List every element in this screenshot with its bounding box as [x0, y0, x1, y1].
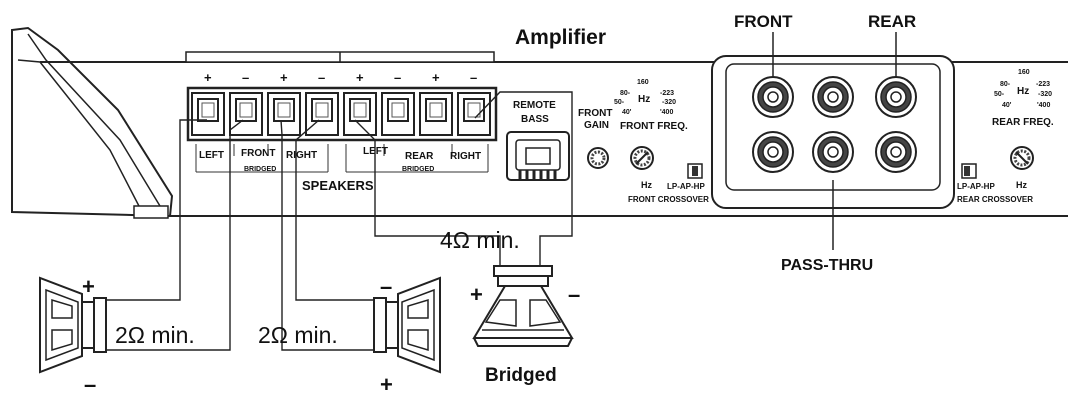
terminal-polarity: + [204, 70, 212, 85]
bridged-speaker-label: Bridged [485, 365, 557, 386]
rca-front-label: FRONT [734, 12, 793, 31]
bridged-speaker-plus: + [470, 282, 483, 307]
front-scale-top: 160 [637, 79, 649, 86]
remote-bass-label-1: REMOTE [513, 100, 556, 111]
rca-jack[interactable] [812, 76, 854, 118]
amplifier-title: Amplifier [515, 26, 606, 49]
left-speaker [39, 276, 107, 374]
right-speaker-load: 2Ω min. [258, 322, 338, 348]
rear-scale-r2: -320 [1038, 91, 1052, 98]
front-scale-r3: '400 [660, 109, 673, 116]
rca-jack[interactable] [812, 131, 854, 173]
label-bridged-rear: BRIDGED [402, 166, 434, 173]
label-front: FRONT [241, 148, 275, 159]
left-speaker-load: 2Ω min. [115, 322, 195, 348]
speaker-terminal[interactable] [457, 92, 491, 136]
terminal-polarity: + [280, 70, 288, 85]
front-crossover-switch[interactable] [687, 163, 703, 179]
speaker-terminal[interactable] [267, 92, 301, 136]
rear-scale-mid: Hz [1017, 86, 1029, 97]
speaker-wires [104, 91, 573, 351]
front-freq-label: FRONT FREQ. [620, 121, 688, 132]
label-bridged-front: BRIDGED [244, 166, 276, 173]
remote-bass-label-2: BASS [521, 114, 549, 125]
right-speaker-minus: – [380, 274, 392, 299]
front-gain-label-2: GAIN [584, 120, 609, 131]
rear-scale-l3: 40' [1002, 102, 1012, 109]
front-gain-knob[interactable] [587, 147, 609, 169]
rear-controls: 160 80- -223 50- Hz -320 40' '400 REAR F… [957, 69, 1054, 204]
front-scale-l2: 50- [614, 99, 625, 106]
rca-jack[interactable] [875, 131, 917, 173]
label-right-rear: RIGHT [450, 151, 481, 162]
rca-jack[interactable] [875, 76, 917, 118]
bridged-speaker [472, 265, 574, 347]
remote-bass-port: REMOTE BASS [506, 100, 570, 181]
bridged-speaker-minus: – [568, 282, 580, 307]
front-scale-l3: 40' [622, 109, 632, 116]
terminal-polarity: – [318, 70, 325, 85]
speaker-terminal[interactable] [419, 92, 453, 136]
terminal-polarity: + [432, 70, 440, 85]
front-scale-l1: 80- [620, 90, 631, 97]
channel-brackets [195, 144, 489, 173]
pass-thru-label: PASS-THRU [781, 257, 873, 274]
left-speaker-minus: – [84, 372, 96, 397]
front-gain-label-1: FRONT [578, 108, 612, 119]
terminal-polarity: – [394, 70, 401, 85]
front-switch-label: LP-AP-HP [667, 182, 705, 191]
rear-switch-label: LP-AP-HP [957, 182, 995, 191]
right-speaker [373, 276, 441, 374]
rca-jack[interactable] [752, 131, 794, 173]
speaker-terminal[interactable] [229, 92, 263, 136]
rear-scale-r1: -223 [1036, 81, 1050, 88]
label-speakers: SPEAKERS [302, 178, 374, 193]
speaker-terminal-block: + – + – + – + – [186, 70, 498, 142]
right-speaker-plus: + [380, 372, 393, 397]
rca-jack[interactable] [752, 76, 794, 118]
front-hz-label: Hz [641, 180, 652, 190]
rear-scale-l2: 50- [994, 91, 1005, 98]
rear-crossover-switch[interactable] [961, 163, 977, 179]
terminal-polarity: + [356, 70, 364, 85]
rca-rear-label: REAR [868, 12, 916, 31]
speaker-terminal[interactable] [381, 92, 415, 136]
rear-scale-l1: 80- [1000, 81, 1011, 88]
rear-freq-label: REAR FREQ. [992, 117, 1054, 128]
rca-panel [711, 55, 955, 209]
rear-freq-knob[interactable] [1010, 146, 1034, 170]
speaker-terminal[interactable] [191, 92, 225, 136]
front-freq-knob[interactable] [630, 146, 654, 170]
label-left-front: LEFT [199, 150, 224, 161]
rear-crossover-label: REAR CROSSOVER [957, 195, 1033, 204]
terminal-polarity: – [470, 70, 477, 85]
rear-scale-r3: '400 [1037, 102, 1050, 109]
front-crossover-label: FRONT CROSSOVER [628, 195, 709, 204]
bridged-load-label: 4Ω min. [440, 227, 520, 253]
front-scale-r2: -320 [662, 99, 676, 106]
left-speaker-plus: + [82, 274, 95, 299]
speaker-terminal[interactable] [343, 92, 377, 136]
label-right-front: RIGHT [286, 150, 317, 161]
rear-scale-top: 160 [1018, 69, 1030, 76]
label-rear: REAR [405, 151, 434, 162]
front-scale-r1: -223 [660, 90, 674, 97]
front-scale-mid: Hz [638, 94, 650, 105]
speaker-terminal[interactable] [305, 92, 339, 136]
rear-hz-label: Hz [1016, 180, 1027, 190]
front-controls: FRONT GAIN 160 80- -223 50- Hz -320 40' … [578, 79, 709, 204]
terminal-polarity: – [242, 70, 249, 85]
